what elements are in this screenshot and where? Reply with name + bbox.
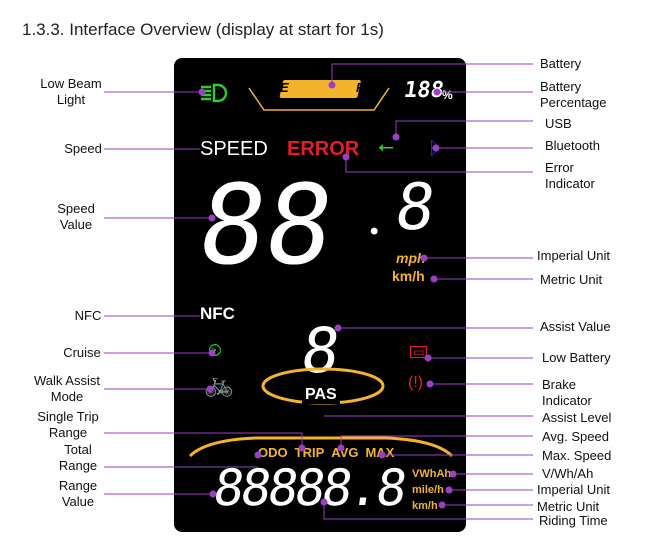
label-cruise: Cruise bbox=[63, 345, 101, 360]
label-speed: Speed bbox=[64, 141, 102, 156]
label-bluetooth: Bluetooth bbox=[545, 138, 600, 153]
km-unit: km/h bbox=[412, 500, 438, 512]
speed-decimal-point: • bbox=[370, 218, 379, 245]
display-panel: E F 188 % SPEED ERROR ⭠ ᛒ 88 • 8 mph km/… bbox=[174, 58, 466, 532]
nfc-label: NFC bbox=[200, 304, 235, 323]
label-battery-percentage: Battery Percentage bbox=[540, 79, 607, 110]
kmh-unit: km/h bbox=[392, 268, 425, 284]
mile-unit: mile/h bbox=[412, 484, 444, 496]
bluetooth-icon: ᛒ bbox=[428, 138, 439, 158]
mode-trip: TRIP bbox=[294, 445, 325, 460]
label-low-battery: Low Battery bbox=[542, 350, 611, 365]
label-imperial-unit: Imperial Unit bbox=[537, 248, 610, 263]
label-riding-time: Riding Time bbox=[539, 513, 608, 528]
label-speed-value: Speed Value bbox=[57, 201, 95, 232]
pas-label: PAS bbox=[302, 386, 340, 404]
speed-value: 88 bbox=[191, 161, 342, 289]
label-brake-indicator: Brake Indicator bbox=[542, 377, 592, 408]
label-walk-assist-mode: Walk Assist Mode bbox=[34, 373, 100, 404]
usb-icon: ⭠ bbox=[378, 136, 394, 158]
percent-sign: % bbox=[442, 88, 453, 102]
label-usb: USB bbox=[545, 116, 572, 131]
label-assist-value: Assist Value bbox=[540, 319, 611, 334]
label-max-speed: Max. Speed bbox=[542, 448, 612, 463]
speed-label: SPEED bbox=[200, 138, 268, 160]
walk-assist-icon: 🚲 bbox=[204, 371, 234, 398]
label-assist-level: Assist Level bbox=[542, 410, 612, 425]
cruise-icon: ⏲ bbox=[208, 340, 223, 360]
battery-gauge bbox=[248, 80, 390, 111]
label-single-trip-range: Single Trip Range bbox=[37, 409, 99, 440]
battery-empty-label: E bbox=[280, 80, 289, 95]
label-avg-speed: Avg. Speed bbox=[542, 429, 609, 444]
vwhah-unit: VWhAh bbox=[412, 468, 452, 480]
label-low-beam-light: Low Beam Light bbox=[40, 76, 102, 107]
page-title: 1.3.3. Interface Overview (display at st… bbox=[22, 20, 384, 39]
label-error-indicator: Error Indicator bbox=[545, 160, 595, 191]
low-battery-icon: ▭ bbox=[410, 346, 428, 358]
mode-avg: AVG bbox=[331, 445, 359, 460]
label-battery: Battery bbox=[540, 56, 582, 71]
battery-percentage: 188 bbox=[402, 78, 446, 103]
label-metric-unit-2: Metric Unit bbox=[537, 499, 600, 514]
mode-labels: ODO TRIP AVG MAX bbox=[258, 445, 394, 460]
mode-max: MAX bbox=[365, 445, 395, 460]
brake-indicator-icon: (!) bbox=[408, 374, 424, 391]
label-total-range: Total Range bbox=[58, 442, 98, 473]
error-indicator: ERROR bbox=[287, 138, 360, 160]
speed-decimal: 8 bbox=[390, 171, 440, 245]
label-imperial-unit-2: Imperial Unit bbox=[537, 482, 610, 497]
battery-full-label: F bbox=[356, 80, 364, 95]
label-v-wh-ah: V/Wh/Ah bbox=[542, 466, 594, 481]
low-beam-icon bbox=[201, 83, 228, 103]
label-nfc: NFC bbox=[74, 308, 102, 323]
label-range-value: Range Value bbox=[58, 478, 98, 509]
label-metric-unit: Metric Unit bbox=[540, 272, 603, 287]
mode-odo: ODO bbox=[258, 445, 288, 460]
range-value: 88888.8 bbox=[209, 459, 408, 517]
mph-unit: mph bbox=[396, 250, 426, 266]
